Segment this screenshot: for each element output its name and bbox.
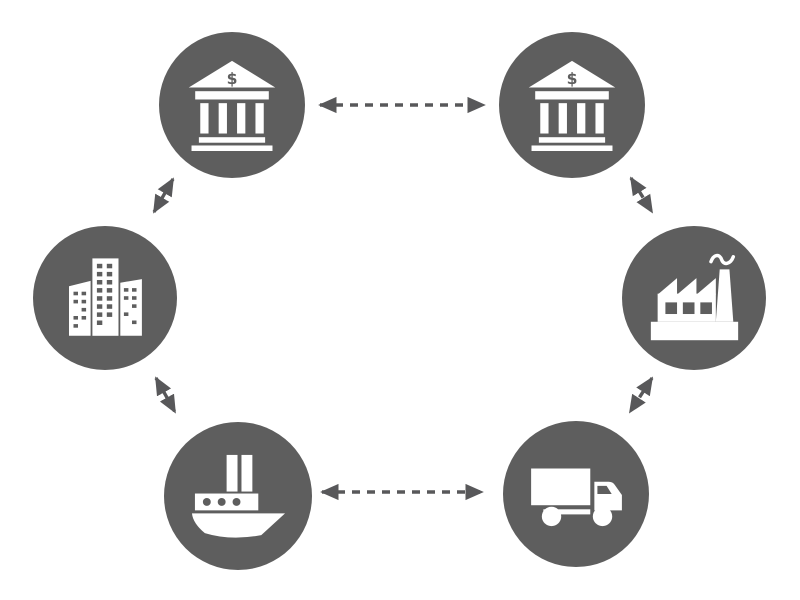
- node-delivery-truck: [503, 421, 649, 567]
- city-buildings-icon: [69, 258, 142, 336]
- dollar-sign: $: [567, 69, 578, 88]
- bank-icon: $: [188, 60, 276, 151]
- dashed-double-arrow-bank-factory: [629, 176, 654, 214]
- dollar-sign: $: [227, 69, 238, 88]
- node-factory: [622, 226, 766, 370]
- truck-icon: [531, 468, 622, 527]
- node-bank-top-left: $: [159, 32, 305, 178]
- ship-icon: [191, 454, 285, 538]
- node-office-buildings: [33, 226, 177, 370]
- node-bank-top-right: $: [499, 32, 645, 178]
- factory-icon: [650, 253, 738, 340]
- dashed-double-arrow-bank-buildings: [152, 177, 175, 214]
- node-cargo-ship: [164, 422, 312, 570]
- dashed-double-arrow-buildings-ship: [154, 376, 177, 414]
- dashed-double-arrow-factory-truck: [628, 376, 654, 414]
- bank-icon: $: [528, 60, 616, 151]
